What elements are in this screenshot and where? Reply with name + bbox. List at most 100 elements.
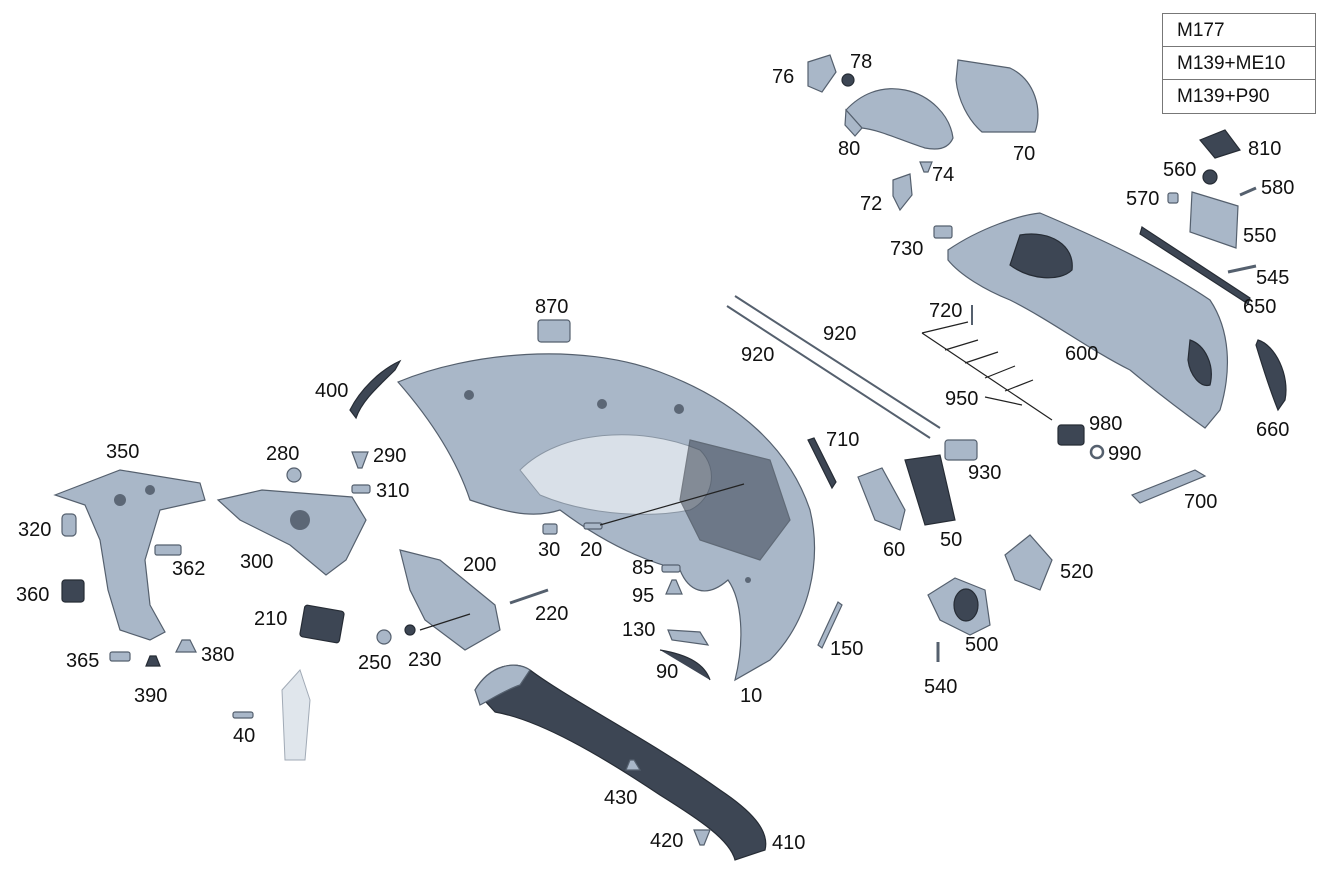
legend-row-m139-me10: M139+ME10 (1163, 47, 1315, 80)
part-90-strip (659, 649, 711, 681)
callout-80: 80 (838, 138, 860, 160)
callout-350: 350 (106, 441, 139, 463)
callout-72: 72 (860, 193, 882, 215)
part-40-screw (232, 711, 254, 719)
callout-980: 980 (1089, 413, 1122, 435)
callout-560: 560 (1163, 159, 1196, 181)
callout-600: 600 (1065, 343, 1098, 365)
part-50-panel (904, 454, 956, 526)
part-220-bolt (509, 588, 549, 605)
callout-30: 30 (538, 539, 560, 561)
part-700-trim (1130, 469, 1207, 504)
callout-labels: 10 20 30 40 50 60 70 72 74 76 78 80 85 9… (16, 51, 1294, 854)
callout-930: 930 (968, 462, 1001, 484)
part-545-screw (1227, 264, 1257, 274)
callout-365: 365 (66, 650, 99, 672)
callout-420: 420 (650, 830, 683, 852)
part-930-module (944, 439, 978, 461)
part-78-nut (841, 73, 855, 87)
callout-50: 50 (940, 529, 962, 551)
callout-430: 430 (604, 787, 637, 809)
callout-230: 230 (408, 649, 441, 671)
part-430-screw (625, 759, 642, 771)
part-290-screw (351, 451, 369, 469)
part-shield-light (281, 669, 311, 761)
callout-130: 130 (622, 619, 655, 641)
part-730-clip (933, 225, 953, 239)
callout-720: 720 (929, 300, 962, 322)
callout-400: 400 (315, 380, 348, 402)
callout-360: 360 (16, 584, 49, 606)
part-420-clip (693, 829, 711, 846)
callout-290: 290 (373, 445, 406, 467)
part-380-rivet (175, 639, 197, 653)
callout-500: 500 (965, 634, 998, 656)
callout-545: 545 (1256, 267, 1289, 289)
part-410-spoiler (474, 664, 767, 861)
callout-300: 300 (240, 551, 273, 573)
callout-362: 362 (172, 558, 205, 580)
part-990-ring (1089, 444, 1105, 460)
part-810-sensor (1199, 129, 1241, 159)
callout-990: 990 (1108, 443, 1141, 465)
callout-710: 710 (826, 429, 859, 451)
part-350-bracket (53, 469, 206, 641)
part-550-grille (1189, 191, 1239, 249)
callout-570: 570 (1126, 188, 1159, 210)
part-20-screw (583, 522, 603, 530)
callout-85: 85 (632, 557, 654, 579)
callout-60: 60 (883, 539, 905, 561)
callout-580: 580 (1261, 177, 1294, 199)
part-500-housing (927, 577, 991, 636)
callout-70: 70 (1013, 143, 1035, 165)
callout-660: 660 (1256, 419, 1289, 441)
part-580-screw (1239, 186, 1257, 197)
part-870-cap (537, 319, 571, 343)
callout-320: 320 (18, 519, 51, 541)
callout-540: 540 (924, 676, 957, 698)
part-920-cables (726, 295, 941, 439)
part-560-cap (1202, 169, 1218, 185)
callout-200: 200 (463, 554, 496, 576)
part-70-plate (955, 59, 1039, 133)
callout-220: 220 (535, 603, 568, 625)
part-300-bracket (216, 489, 367, 576)
part-76-cover (807, 54, 837, 93)
callout-76: 76 (772, 66, 794, 88)
part-95-screw (665, 579, 683, 595)
part-72-bracket (892, 173, 913, 212)
callout-700: 700 (1184, 491, 1217, 513)
callout-310: 310 (376, 480, 409, 502)
part-360-pad (61, 579, 85, 603)
callout-280: 280 (266, 443, 299, 465)
part-390-rivet (145, 655, 161, 667)
part-362-clip (154, 544, 182, 556)
part-250-washer (376, 629, 392, 645)
callout-95: 95 (632, 585, 654, 607)
part-570-clip (1167, 192, 1179, 204)
variant-legend-table: M177 M139+ME10 M139+P90 (1162, 13, 1316, 114)
callout-920-upper: 920 (823, 323, 856, 345)
callout-950: 950 (945, 388, 978, 410)
callout-520: 520 (1060, 561, 1093, 583)
legend-row-m139-p90: M139+P90 (1177, 86, 1270, 107)
part-320-clip (61, 513, 77, 537)
callout-550: 550 (1243, 225, 1276, 247)
callout-40: 40 (233, 725, 255, 747)
leader-lines (419, 321, 1053, 631)
part-130-trim (667, 629, 710, 646)
callout-380: 380 (201, 644, 234, 666)
part-150-strip (817, 601, 843, 649)
callout-730: 730 (890, 238, 923, 260)
callout-74: 74 (932, 164, 954, 186)
part-30-clip (542, 523, 558, 535)
part-400-trim (349, 359, 402, 420)
callout-250: 250 (358, 652, 391, 674)
part-210-sensor (299, 604, 345, 644)
part-710-strip (807, 437, 837, 490)
legend-row-m177: M177 (1163, 14, 1315, 47)
callout-10: 10 (740, 685, 762, 707)
part-650-strip (1139, 226, 1251, 305)
part-600-rear-bumper (947, 212, 1228, 429)
